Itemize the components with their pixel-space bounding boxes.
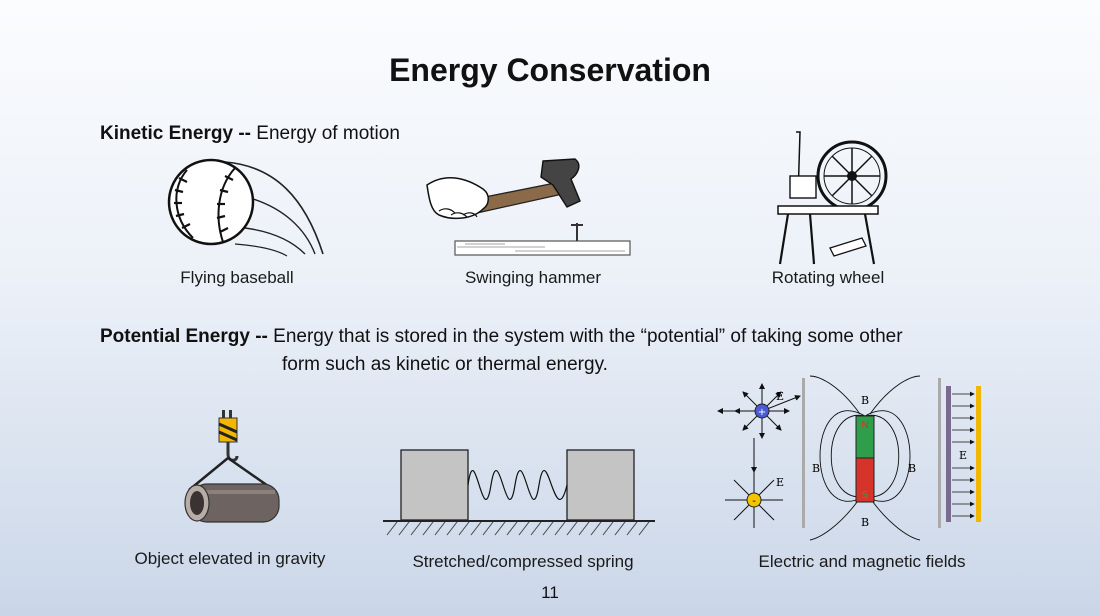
caption-swinging-hammer: Swinging hammer	[464, 268, 602, 287]
caption-rotating-wheel: Rotating wheel	[771, 268, 885, 287]
magnetic-label-left: B	[812, 462, 820, 475]
kinetic-heading: Kinetic Energy -- Energy of motion	[100, 120, 400, 148]
electric-label-plates: E	[959, 449, 967, 462]
kinetic-term: Kinetic Energy --	[100, 123, 251, 144]
caption-spring: Stretched/compressed spring	[412, 552, 634, 571]
kinetic-definition: Energy of motion	[256, 123, 400, 144]
caption-fields: Electric and magnetic fields	[758, 552, 966, 571]
spring-icon	[383, 449, 655, 536]
page-number: 11	[541, 583, 559, 602]
magnet-north-label: N	[861, 420, 868, 431]
magnetic-label-top: B	[861, 394, 869, 407]
magnetic-label-bottom: B	[861, 516, 869, 529]
potential-definition-line2: form such as kinetic or thermal energy.	[282, 354, 608, 375]
fields-icon: + E - E N S B B B B	[717, 375, 981, 541]
positive-charge-sign: +	[758, 407, 766, 418]
caption-flying-baseball: Flying baseball	[180, 268, 294, 287]
slide-title: Energy Conservation	[389, 52, 711, 88]
baseball-icon	[167, 158, 324, 257]
crane-hook-pipe-icon	[184, 410, 280, 523]
spinning-wheel-icon	[777, 131, 888, 265]
hammer-icon	[426, 158, 631, 256]
potential-heading: Potential Energy -- Energy that is store…	[100, 323, 1020, 351]
magnetic-label-right: B	[908, 462, 916, 475]
electric-label-1: E	[776, 390, 784, 403]
electric-label-2: E	[776, 476, 784, 489]
negative-charge-sign: -	[752, 496, 756, 507]
caption-object-elevated: Object elevated in gravity	[134, 549, 326, 568]
potential-definition-line1: Energy that is stored in the system with…	[273, 326, 903, 347]
potential-term: Potential Energy --	[100, 326, 268, 347]
magnet-south-label: S	[862, 490, 868, 501]
